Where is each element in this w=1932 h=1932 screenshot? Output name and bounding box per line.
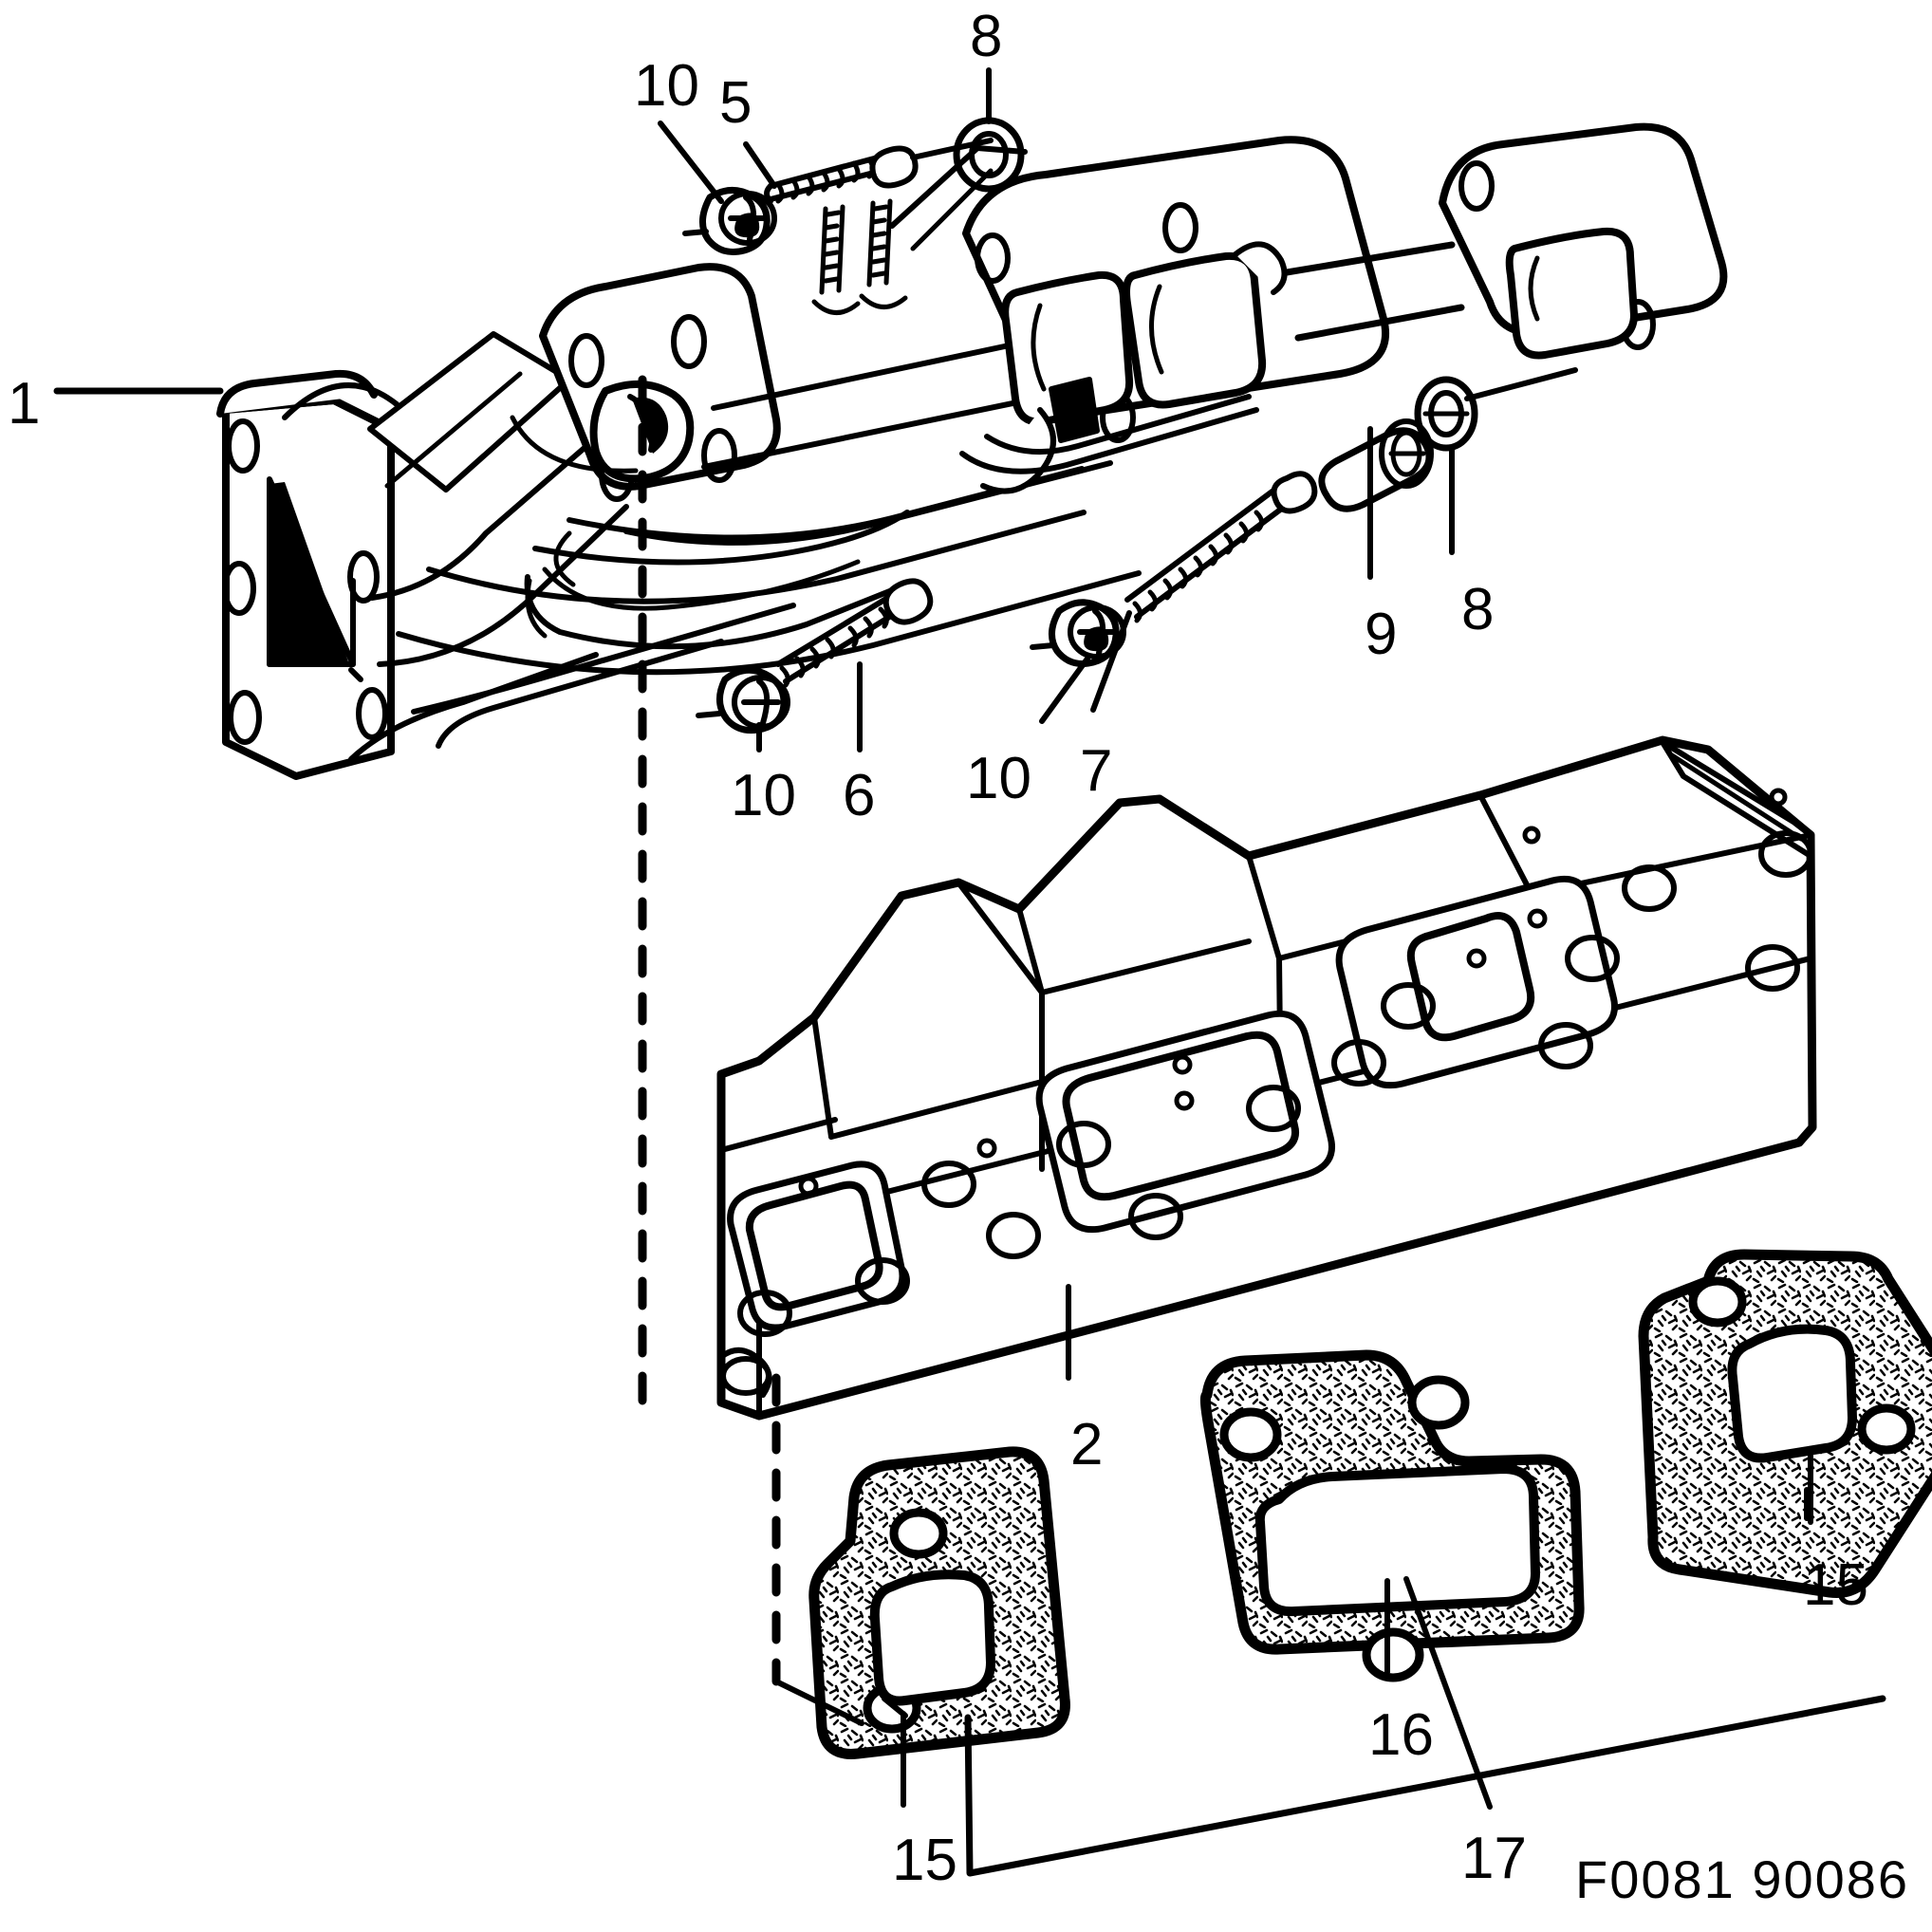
callout-8-right: 8 — [1461, 577, 1495, 642]
callout-16: 16 — [1368, 1702, 1434, 1768]
gasket-centre-hole — [1362, 1627, 1424, 1682]
callout-15-right: 15 — [1803, 1552, 1868, 1618]
exhaust-manifold — [216, 122, 1728, 780]
callout-10-lower: 10 — [731, 763, 796, 828]
callout-10-upper: 10 — [634, 53, 699, 119]
washer-right — [1414, 376, 1478, 452]
leader-lines — [53, 67, 1886, 1877]
spacer-sleeve — [1318, 418, 1434, 512]
stud-bolt-right — [1124, 471, 1318, 623]
callout-17: 17 — [1461, 1826, 1527, 1891]
callout-5: 5 — [719, 70, 752, 136]
callout-1: 1 — [8, 371, 41, 437]
gasket-centre — [1199, 1349, 1585, 1682]
callout-2: 2 — [1070, 1412, 1104, 1477]
gasket-right — [1638, 1249, 1932, 1598]
callout-7: 7 — [1080, 738, 1113, 804]
inlet-manifold — [716, 735, 1817, 1421]
nut-lower-right — [1030, 599, 1126, 667]
figure-code: F0081 90086 — [1575, 1849, 1910, 1909]
gasket-left — [808, 1446, 1070, 1759]
callout-10-right: 10 — [966, 746, 1031, 811]
callout-15-left: 15 — [892, 1828, 957, 1893]
callout-9: 9 — [1365, 602, 1398, 667]
inlet-port-centre — [1035, 1010, 1335, 1234]
callout-6: 6 — [843, 763, 876, 828]
callout-8-upper: 8 — [970, 4, 1003, 69]
stud-bolt-lower — [775, 578, 934, 688]
nut-upper-left — [682, 187, 777, 255]
nut-lower-left — [696, 666, 790, 734]
